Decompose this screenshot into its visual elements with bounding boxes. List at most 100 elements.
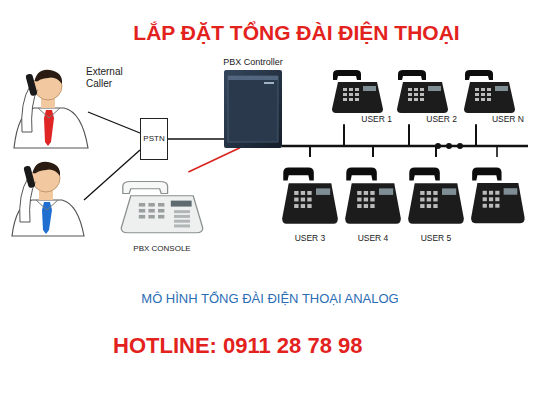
shape <box>228 76 278 80</box>
bus-dot <box>457 143 463 149</box>
shape <box>355 88 359 91</box>
shape <box>414 88 418 91</box>
shape <box>316 188 330 195</box>
hotline-text: HOTLINE: 0911 28 78 98 <box>113 333 362 359</box>
connector-line <box>282 146 310 157</box>
shape <box>228 76 278 142</box>
user-phone: USER 3 <box>280 157 340 243</box>
shape <box>349 93 353 96</box>
shape <box>363 86 376 91</box>
shape <box>364 204 368 208</box>
shape <box>481 93 485 96</box>
shape <box>370 191 374 195</box>
caller-wire <box>88 112 140 133</box>
pstn-box: PSTN <box>140 118 168 160</box>
shape <box>408 88 412 91</box>
shape <box>420 98 424 101</box>
shape <box>343 98 347 101</box>
shape <box>264 82 274 84</box>
shape <box>475 98 479 101</box>
shape <box>427 191 431 195</box>
shape <box>364 198 368 202</box>
shape <box>174 220 190 223</box>
shape <box>121 196 203 233</box>
shape <box>487 98 491 101</box>
shape <box>283 167 314 180</box>
shape <box>357 204 361 208</box>
pbx-controller: PBX Controller <box>222 57 284 148</box>
shape <box>414 98 418 101</box>
bus-dot <box>446 143 452 149</box>
node-label: USER N <box>462 114 524 124</box>
shape <box>442 188 456 195</box>
node-label: USER 3 <box>280 233 340 243</box>
phone-icon <box>343 157 403 225</box>
shape <box>174 210 190 213</box>
shape <box>379 188 393 195</box>
shape <box>465 70 493 80</box>
shape <box>158 215 164 219</box>
shape <box>301 191 305 195</box>
shape <box>307 191 311 195</box>
shape <box>408 98 412 101</box>
shape <box>370 204 374 208</box>
caption-text: MÔ HÌNH TỔNG ĐÀI ĐIỆN THOẠI ANALOG <box>10 291 530 307</box>
shape <box>364 191 368 195</box>
shape <box>420 93 424 96</box>
shape <box>495 86 508 91</box>
node-label: USER 2 <box>395 114 457 124</box>
shape <box>171 201 192 207</box>
node-label: USER 5 <box>406 233 466 243</box>
phone-icon <box>406 157 466 225</box>
shape <box>433 198 437 202</box>
bus-dot <box>435 143 441 149</box>
shape <box>333 70 361 80</box>
caller-label: External Caller <box>86 66 138 89</box>
shape <box>357 198 361 202</box>
shape <box>307 198 311 202</box>
shape <box>123 182 168 194</box>
shape <box>420 198 424 202</box>
shape <box>282 183 338 224</box>
shape <box>174 224 190 227</box>
shape <box>294 204 298 208</box>
shape <box>408 93 412 96</box>
shape <box>420 88 424 91</box>
shape <box>414 93 418 96</box>
connector-line <box>282 124 476 146</box>
shape <box>487 93 491 96</box>
phone-icon <box>471 167 525 223</box>
connector-line <box>282 146 373 157</box>
node-label: USER 4 <box>343 233 403 243</box>
shape <box>427 198 431 202</box>
shape <box>301 204 305 208</box>
shape <box>427 204 431 208</box>
shape <box>433 191 437 195</box>
shape <box>481 98 485 101</box>
title-text: LẮP ĐẶT TỔNG ĐÀI ĐIỆN THOẠI <box>0 20 533 45</box>
connector-line <box>282 124 409 146</box>
phone-icon <box>330 62 385 114</box>
caller-wire <box>84 150 140 200</box>
node-label: PBX CONSOLE <box>118 244 206 254</box>
phone-icon <box>118 172 206 234</box>
shape <box>224 70 282 148</box>
shape <box>343 93 347 96</box>
shape <box>408 183 464 224</box>
shape <box>139 203 145 207</box>
shape <box>174 215 190 218</box>
shape <box>139 215 145 219</box>
shape <box>420 191 424 195</box>
shape <box>357 191 361 195</box>
user-phone: USER N <box>462 62 524 124</box>
pbx-console: PBX CONSOLE <box>118 172 206 254</box>
shape <box>332 82 383 113</box>
shape <box>428 86 441 91</box>
caller-figure <box>14 70 88 148</box>
pbx-cabinet <box>224 70 282 148</box>
shape <box>433 204 437 208</box>
drop-wire <box>496 146 498 157</box>
shape <box>464 82 515 113</box>
phone-icon <box>462 62 517 114</box>
